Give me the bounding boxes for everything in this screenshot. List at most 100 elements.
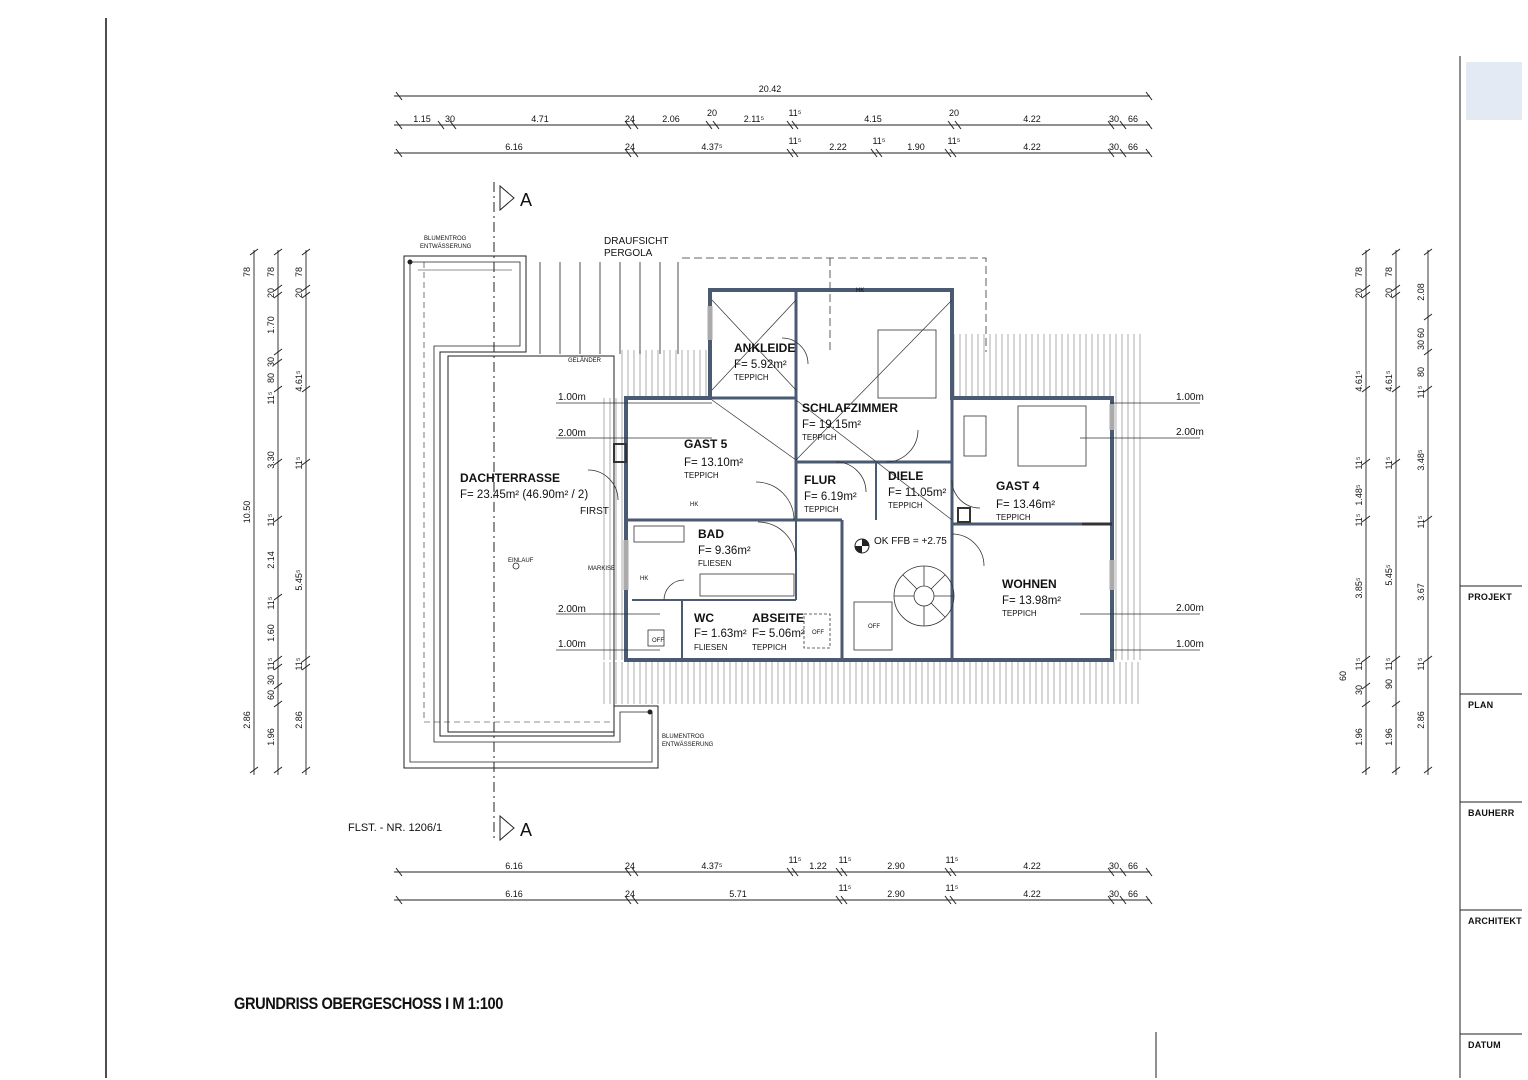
plan-title: GRUNDRISS OBERGESCHOSS I M 1:100	[234, 994, 503, 1013]
room-name-bad: BAD	[698, 527, 724, 541]
dim-label: 30	[1416, 340, 1426, 350]
dim-label: 5.45⁵	[1384, 564, 1394, 586]
dim-label: 3.48⁵	[1416, 449, 1426, 471]
height-label: 2.00m	[558, 604, 586, 615]
dim-label: 11⁵	[947, 136, 960, 146]
dim-label: 1.96	[1354, 728, 1364, 746]
room-labels: ANKLEIDE F= 5.92m² TEPPICH SCHLAFZIMMER …	[460, 341, 1061, 652]
dim-label: 4.37⁵	[701, 142, 723, 152]
room-area-diele: F= 11.05m²	[888, 487, 946, 499]
dim-label: 11⁵	[788, 136, 801, 146]
dim-label: 1.96	[1384, 728, 1394, 746]
dim-label: 11⁵	[294, 456, 304, 469]
annotations: BLUMENTROG ENTWÄSSERUNG DRAUFSICHT PERGO…	[420, 236, 1204, 748]
note-off-wc: OFF	[652, 638, 664, 644]
level-marker	[854, 538, 870, 554]
dim-label: 60	[266, 690, 276, 700]
note-hk-bad: HK	[640, 576, 648, 582]
dim-label: 78	[266, 267, 276, 277]
note-entwaesserung-2: ENTWÄSSERUNG	[662, 741, 714, 748]
room-floor-schlafzimmer: TEPPICH	[802, 433, 837, 442]
title-block-bauherr: BAUHERR	[1468, 808, 1515, 818]
dim-label: 66	[1128, 889, 1138, 899]
height-label: 1.00m	[558, 392, 586, 403]
dim-label: 24	[625, 889, 635, 899]
room-area-gast5: F= 13.10m²	[684, 457, 743, 469]
roof-hatching	[603, 334, 1141, 704]
room-floor-bad: FLIESEN	[698, 559, 732, 568]
top-dimension-chains	[394, 91, 1153, 158]
section-label-top: A	[520, 190, 532, 210]
dim-label: 78	[1354, 267, 1364, 277]
dim-label: 2.11⁵	[744, 114, 765, 124]
room-name-abseite: ABSEITE	[752, 611, 804, 625]
dim-label: 4.61⁵	[1384, 370, 1394, 392]
note-hk-top: HK	[856, 288, 864, 294]
dim-label: 30	[1109, 861, 1119, 871]
dim-label: 11⁵	[294, 657, 304, 670]
dim-label: 11⁵	[1384, 657, 1394, 670]
dim-label: 11⁵	[788, 108, 801, 118]
section-label-bottom: A	[520, 820, 532, 840]
height-label: 1.00m	[1176, 639, 1204, 650]
dim-label: 78	[242, 267, 252, 277]
dim-label: 11⁵	[266, 657, 276, 670]
dim-label: 30	[266, 357, 276, 367]
dim-label: 66	[1128, 142, 1138, 152]
dim-label: 2.22	[829, 142, 847, 152]
dim-label: 4.22	[1023, 114, 1041, 124]
dim-label: 11⁵	[838, 883, 851, 893]
left-dimension-chains	[249, 248, 311, 775]
room-area-wohnen: F= 13.98m²	[1002, 595, 1061, 607]
dim-label: 1.22	[809, 861, 827, 871]
dim-label: 20	[949, 108, 959, 118]
parcel-number: FLST. - NR. 1206/1	[348, 822, 443, 834]
dim-label: 2.08	[1416, 283, 1426, 301]
dim-label: 11⁵	[872, 136, 885, 146]
room-floor-gast4: TEPPICH	[996, 513, 1031, 522]
dim-label: 4.61⁵	[294, 370, 304, 392]
room-floor-ankleide: TEPPICH	[734, 373, 769, 382]
dim-label: 66	[1128, 114, 1138, 124]
dim-label: 6.16	[505, 861, 523, 871]
dim-label: 4.22	[1023, 861, 1041, 871]
height-label: 2.00m	[558, 428, 586, 439]
dim-label: 30	[266, 675, 276, 685]
dim-label: 3.67	[1416, 583, 1426, 601]
right-dimension-labels: 78 20 4.61⁵ 11⁵ 1.48⁵ 11⁵ 3.85⁵ 11⁵ 30 6…	[1338, 267, 1426, 746]
room-name-wc: WC	[694, 611, 714, 625]
room-floor-wc: FLIESEN	[694, 643, 728, 652]
dim-label: 11⁵	[1416, 515, 1426, 528]
room-name-gast5: GAST 5	[684, 437, 728, 451]
room-name-flur: FLUR	[804, 473, 836, 487]
room-area-bad: F= 9.36m²	[698, 545, 751, 557]
dim-label: 80	[266, 373, 276, 383]
room-name-schlafzimmer: SCHLAFZIMMER	[802, 401, 898, 415]
room-area-wc: F= 1.63m²	[694, 628, 747, 640]
room-area-gast4: F= 13.46m²	[996, 499, 1055, 511]
dim-label: 24	[625, 861, 635, 871]
title-block-datum: DATUM	[1468, 1040, 1501, 1050]
dim-label: 3.30	[266, 451, 276, 469]
roof-terrace	[403, 255, 679, 769]
note-off-abseite: OFF	[812, 630, 824, 636]
note-pergola: PERGOLA	[604, 248, 653, 259]
room-floor-abseite: TEPPICH	[752, 643, 787, 652]
dim-label: 11⁵	[266, 513, 276, 526]
note-off-diele: OFF	[868, 624, 880, 630]
note-blumentrog-2: BLUMENTROG	[662, 734, 705, 740]
height-label: 1.00m	[1176, 392, 1204, 403]
note-blumentrog-1: BLUMENTROG	[424, 236, 467, 242]
dim-label: 20	[1354, 288, 1364, 298]
dim-label: 20	[266, 288, 276, 298]
dim-label: 78	[1384, 267, 1394, 277]
dim-label: 11⁵	[1354, 657, 1364, 670]
room-area-ankleide: F= 5.92m²	[734, 359, 787, 371]
bottom-dimension-labels: 6.16 24 4.37⁵ 11⁵ 1.22 11⁵ 2.90 11⁵ 4.22…	[505, 855, 1138, 899]
dim-label: 24	[625, 114, 635, 124]
dim-label: 2.06	[662, 114, 680, 124]
room-name-wohnen: WOHNEN	[1002, 577, 1057, 591]
dim-overall-width: 20.42	[759, 84, 782, 94]
